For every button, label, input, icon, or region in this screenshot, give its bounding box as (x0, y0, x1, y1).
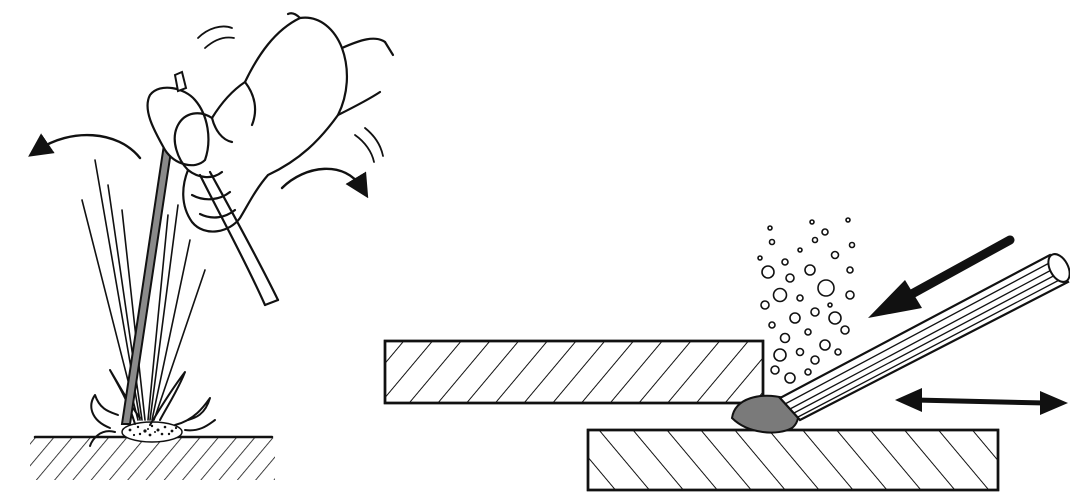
double-arrow-icon (895, 388, 1068, 415)
lap-weld-panel (385, 218, 1070, 490)
arc-spatter (122, 422, 182, 442)
upper-plate (385, 341, 763, 403)
motion-lines (198, 26, 383, 162)
striking-arc-panel (28, 13, 393, 492)
electrode-rod-angled (780, 251, 1070, 420)
shielding-gas-bubbles (758, 218, 855, 383)
curved-arrow-icon (282, 169, 362, 188)
electrode-holder (148, 72, 209, 165)
curved-arrow-icon (38, 135, 140, 158)
lower-plate (588, 430, 998, 490)
ground-surface (28, 437, 278, 492)
electrode-cable (200, 172, 278, 305)
